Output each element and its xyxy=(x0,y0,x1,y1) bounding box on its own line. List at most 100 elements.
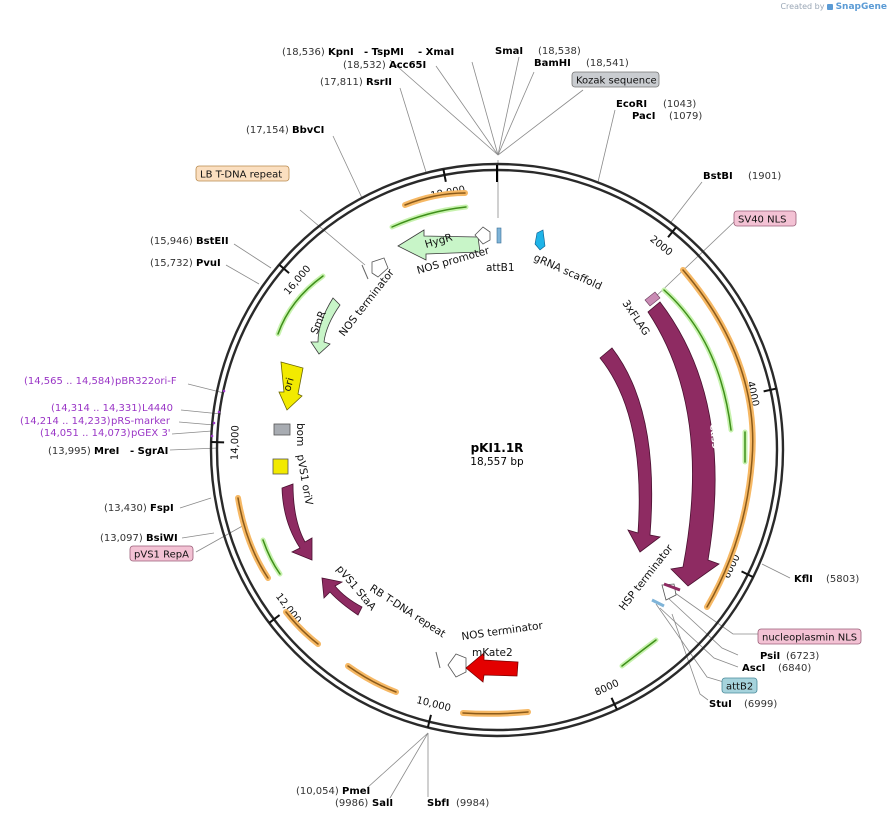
attb2-mark xyxy=(651,598,665,608)
feature-arrow-orange-lower-left-line xyxy=(285,611,319,645)
nos-terminator-2-arrow xyxy=(447,653,467,678)
snapgene-credit: Created by SnapGene xyxy=(780,2,887,12)
site-pos-kpni: (18,536) xyxy=(282,47,325,58)
feature-label-grna: gRNA scaffold xyxy=(532,252,604,293)
site-name-kfli: KflI xyxy=(794,574,813,585)
tick-label: 12,000 xyxy=(273,591,303,626)
tick-mark xyxy=(268,614,281,624)
ori-arrow xyxy=(278,361,304,411)
feature-label-cas9-inner: Cas9 xyxy=(651,427,665,454)
site-pos-fspi: (13,430) xyxy=(104,503,147,514)
feature-label-attb1: attB1 xyxy=(486,262,515,274)
site-name-sgrai: - SgrAI xyxy=(130,446,168,457)
primer-pgex-mark xyxy=(210,434,214,438)
site-name-sbfi: SbfI xyxy=(427,798,449,809)
tick-mark xyxy=(442,168,447,183)
tick-mark xyxy=(426,714,432,728)
tick-mark xyxy=(278,263,290,274)
leader-lines xyxy=(169,56,791,799)
site-name-ecori: EcoRI xyxy=(616,99,647,110)
site-name-psii: PsiI xyxy=(760,651,780,662)
plasmid-name: pKI1.1R xyxy=(471,441,524,455)
site-pos-asci: (6840) xyxy=(778,663,811,674)
primer-range-pbr: (14,565 .. 14,584) xyxy=(24,376,115,387)
pvs1-oriv-box xyxy=(272,458,289,475)
plasmid-size: 18,557 bp xyxy=(470,456,524,468)
nos-terminator-2-mark xyxy=(435,651,441,669)
site-pos-pmei: (10,054) xyxy=(296,786,339,797)
primer-range-l4440: (14,314 .. 14,331) xyxy=(51,403,142,414)
site-pos-sali: (9986) xyxy=(335,798,368,809)
nos-terminator-1-arrow xyxy=(371,257,389,278)
site-name-bstbi: BstBI xyxy=(703,171,733,182)
site-name-mrei: MreI xyxy=(94,446,119,457)
attb1-mark xyxy=(496,227,502,244)
pvs1-staa-arrow-upper xyxy=(281,483,313,561)
sv40-box xyxy=(733,210,797,227)
site-pos-psii: (6723) xyxy=(786,651,819,662)
site-pos-pvui: (15,732) xyxy=(150,258,193,269)
cas9-inner-arrow xyxy=(599,347,661,553)
feature-arrow-green-repa-line xyxy=(262,539,281,575)
site-name-stui: StuI xyxy=(709,699,732,710)
tick-label: 8000 xyxy=(593,678,621,699)
site-pos-rsrii: (17,811) xyxy=(320,77,363,88)
site-pos-bbvci: (17,154) xyxy=(246,125,289,136)
sv40-label: SV40 NLS xyxy=(738,215,787,226)
grna-scaffold-mark xyxy=(534,229,546,251)
site-pos-bamhi: (18,541) xyxy=(586,58,629,69)
site-pos-bsteii: (15,946) xyxy=(150,236,193,247)
boxed-labels: Kozak sequence LB T-DNA repeat SV40 NLS … xyxy=(129,71,862,694)
site-name-bamhi: BamHI xyxy=(534,58,571,69)
hygr-arrow xyxy=(397,229,481,261)
primer-name-l4440: L4440 xyxy=(142,403,173,414)
cas9-labels: Cas9 Cas9 xyxy=(651,423,721,454)
feature-label-pvs1-oriv: pVS1 oriV xyxy=(294,453,315,506)
attb2-label: attB2 xyxy=(726,682,753,693)
outer-feature-arrows xyxy=(235,190,756,717)
feature-arrow-orange-top-line xyxy=(404,192,466,206)
nucleo-box xyxy=(757,628,862,645)
primer-pbr-mark xyxy=(222,389,226,393)
lb-box xyxy=(195,165,290,182)
backbone-outer-ring xyxy=(209,162,785,738)
primer-name-prs: pRS-marker xyxy=(111,416,171,427)
nos-promoter-arrow xyxy=(474,226,491,245)
tick-label: 10,000 xyxy=(415,695,452,714)
site-labels: (18,536) KpnI - TspMI - XmaI (18,532) Ac… xyxy=(48,46,859,809)
site-name-pvui: PvuI xyxy=(196,258,221,269)
feature-label-mkate2: mKate2 xyxy=(472,647,513,659)
feature-arrow-green-right-line xyxy=(663,289,732,431)
site-name-asci: AscI xyxy=(742,663,765,674)
pvs1repa-box xyxy=(129,545,194,562)
primer-marks xyxy=(210,389,226,438)
site-name-pmei: PmeI xyxy=(342,786,370,797)
tick-label: 16,000 xyxy=(282,264,313,298)
credit-brand: SnapGene xyxy=(835,2,887,12)
pvs1-staa-arrow-lower xyxy=(321,577,363,616)
site-pos-bsiwi: (13,097) xyxy=(100,533,143,544)
site-pos-ecori: (1043) xyxy=(663,99,696,110)
feature-arrow-orange-bottom-line xyxy=(462,711,529,715)
lb-label: LB T-DNA repeat xyxy=(200,170,282,181)
feature-arrow-orange-bottom-left-line xyxy=(347,665,397,693)
site-name-smai: SmaI xyxy=(495,46,523,57)
attb2-box xyxy=(721,677,758,694)
site-pos-bstbi: (1901) xyxy=(748,171,781,182)
primer-prs-mark xyxy=(212,421,216,425)
nos-terminator-1-mark xyxy=(361,264,369,280)
site-name-paci: PacI xyxy=(632,111,655,122)
site-pos-stui: (6999) xyxy=(744,699,777,710)
site-name-bsiwi: BsiWI xyxy=(146,533,178,544)
site-name-tspmi: - TspMI xyxy=(364,47,404,58)
nucleo-label: nucleoplasmin NLS xyxy=(762,633,857,644)
primer-name-pbr: pBR322ori-F xyxy=(115,376,177,387)
primer-name-pgex: pGEX 3' xyxy=(131,428,171,439)
site-name-acc65i: Acc65I xyxy=(389,60,426,71)
feature-label-rb: RB T-DNA repeat xyxy=(367,582,447,640)
feature-arrow-orange-repa-line xyxy=(237,497,269,579)
tick-label: 2000 xyxy=(647,234,674,259)
site-pos-paci: (1079) xyxy=(669,111,702,122)
cas9-outer-arrow xyxy=(647,301,720,587)
